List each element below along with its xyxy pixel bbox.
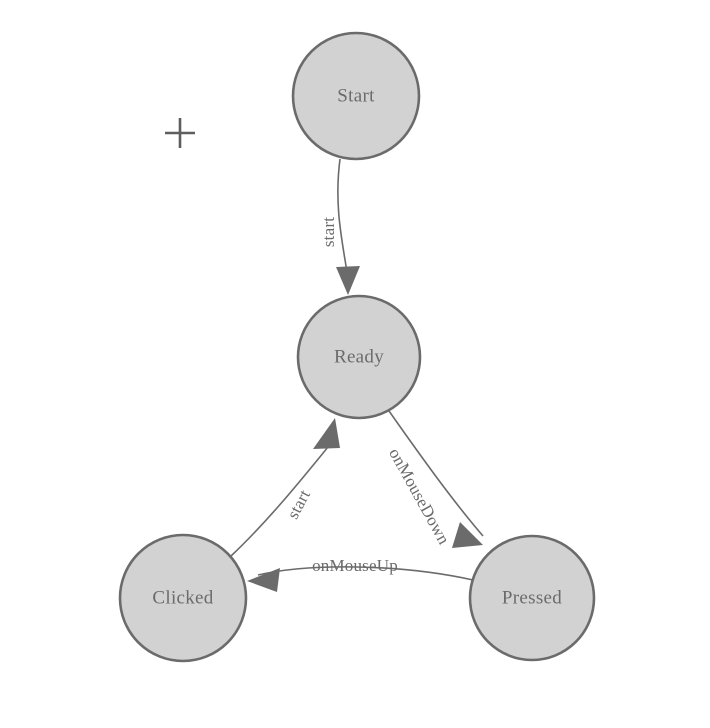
node-start-label: Start (337, 85, 375, 106)
node-pressed-circle (468, 534, 596, 662)
edge-label-clicked-to-ready: start (283, 486, 314, 522)
node-pressed-label: Pressed (502, 587, 562, 608)
edge-clicked-to-ready-path (230, 446, 329, 557)
edge-ready-to-pressed-arrowhead (452, 522, 483, 548)
edge-start-to-ready[interactable] (336, 158, 360, 295)
edge-clicked-to-ready[interactable] (230, 418, 340, 557)
edge-ready-to-pressed[interactable] (388, 410, 484, 548)
node-clicked-circle (118, 533, 248, 663)
node-start-circle (291, 31, 421, 161)
node-start[interactable]: Start (291, 31, 421, 161)
edge-start-to-ready-path (337, 158, 348, 273)
node-ready[interactable]: Ready (296, 294, 422, 420)
edge-label-ready-to-pressed: onMouseDown (385, 445, 454, 548)
node-ready-label: Ready (334, 346, 384, 367)
edge-ready-to-pressed-path (388, 410, 484, 537)
node-clicked[interactable]: Clicked (118, 533, 248, 663)
node-clicked-label: Clicked (152, 587, 213, 608)
edge-label-pressed-to-clicked: onMouseUp (312, 556, 398, 575)
edge-pressed-to-clicked[interactable] (247, 566, 474, 592)
node-ready-circle (296, 294, 422, 420)
edge-start-to-ready-arrowhead (336, 266, 360, 295)
plus-crosshair-icon[interactable] (165, 118, 195, 148)
edge-label-start-to-ready: start (319, 217, 338, 247)
edge-clicked-to-ready-arrowhead (313, 418, 340, 449)
node-pressed[interactable]: Pressed (468, 534, 596, 662)
edge-pressed-to-clicked-arrowhead (247, 568, 280, 592)
